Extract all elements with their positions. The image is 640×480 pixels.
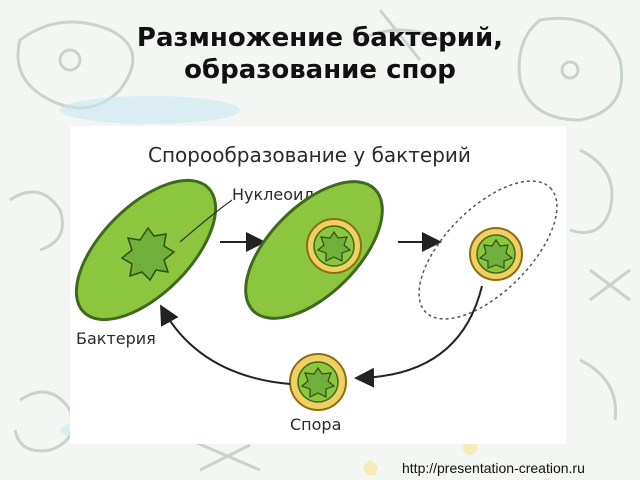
sporulation-diagram: Спорообразование у бактерий Нуклеоид <box>74 143 558 434</box>
nucleoid-pointer <box>179 199 233 243</box>
bacterium-cell-2 <box>244 180 384 320</box>
slide-title-line-2: образование спор <box>184 55 456 85</box>
forming-spore <box>306 218 362 274</box>
diagram-panel: Спорообразование у бактерий Нуклеоид <box>70 126 566 444</box>
diagram-heading: Спорообразование у бактерий <box>148 143 471 167</box>
released-spore <box>469 227 523 281</box>
spore-label: Спора <box>290 415 341 434</box>
bacterium-cell-1 <box>74 178 218 322</box>
footer-url: http://presentation-creation.ru <box>402 460 585 476</box>
spore <box>289 353 347 411</box>
arrow-to-spore <box>354 285 483 388</box>
nucleoid-shape <box>120 226 176 282</box>
bacteria-doodle-icon <box>517 16 624 122</box>
nucleoid-label: Нуклеоид <box>232 185 314 204</box>
slide-title-line-1: Размножение бактерий, <box>136 23 504 53</box>
dissolving-cell <box>418 180 558 320</box>
arrow-to-bacterium <box>160 304 291 385</box>
slide-title: Размножение бактерий, образование спор <box>0 22 640 86</box>
cell-doodle-icon <box>16 20 135 110</box>
bacterium-label: Бактерия <box>76 329 156 348</box>
